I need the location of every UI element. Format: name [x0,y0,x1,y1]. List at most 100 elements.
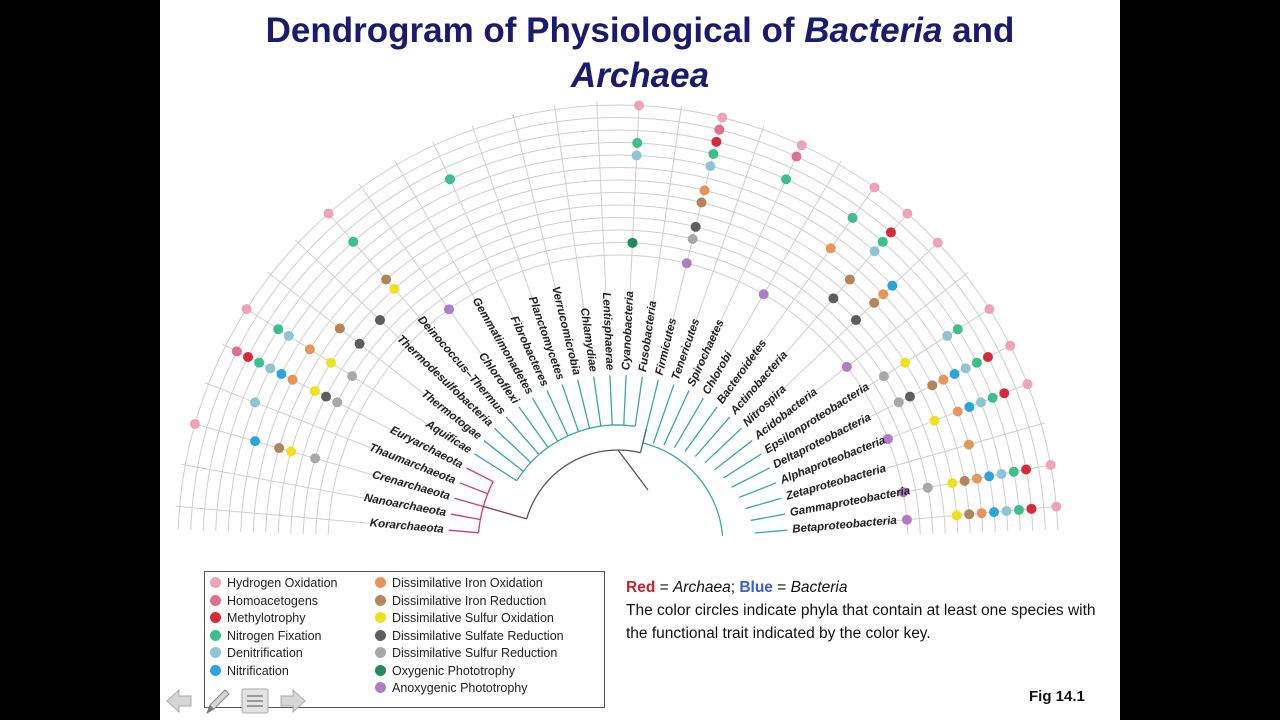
trait-dot [893,397,904,408]
trait-dot [273,324,284,335]
trait-dot [717,112,728,123]
caption-red-eq: = [655,579,673,596]
legend-color-swatch [375,664,386,676]
trait-dot [443,304,454,315]
tree-branch [593,376,602,427]
trait-dot [963,439,974,450]
grid-ring [265,192,971,533]
trait-dot [631,150,642,161]
trait-dot [189,418,200,429]
trait-dot [286,446,297,457]
tree-branch [505,416,540,456]
trait-dot [309,385,320,396]
trait-dot [964,401,975,412]
tree-branch [561,384,580,432]
proteobacteria-clade-arc [642,442,724,536]
tree-branch [738,482,777,499]
trait-dot [922,482,933,493]
tree-branch [474,453,518,482]
trait-dot [283,330,294,341]
trait-dot [847,212,858,223]
legend-label: Homoacetogens [227,593,319,608]
phylum-label: Korarchaeota [369,517,445,535]
grid-spoke [790,422,1046,496]
trait-dot [878,371,889,382]
legend-color-swatch [210,594,221,606]
trait-dot [705,161,716,172]
grid-spoke [748,239,942,422]
caption-blue-taxon: Bacteria [790,579,848,596]
tree-branch [694,416,731,457]
trait-dot [959,475,970,486]
grid-spoke [643,105,683,367]
trait-dot [996,469,1007,480]
grid-spoke [471,125,560,376]
trait-dot [444,174,455,185]
grid-spoke [267,271,477,435]
grid-spoke [181,463,442,513]
trait-dot [276,368,287,379]
slide-title: Dendrogram of Physiological of Bacteria … [160,8,1120,98]
legend-label: Dissimilative Iron Oxidation [392,576,543,590]
trait-dot [900,357,911,368]
legend-item: Dissimilative Sulfur Reduction [375,646,557,663]
trait-dot [325,357,336,368]
caption-separator: ; [730,579,740,596]
forward-arrow-icon[interactable] [278,686,308,716]
legend-item: Homoacetogens [210,594,318,611]
trait-dot [250,436,261,447]
grid-ring [252,179,984,533]
legend-item: Dissimilative Iron Reduction [375,594,546,611]
grid-ring [227,154,1009,532]
tree-branch [450,513,481,521]
dendrogram-diagram: KorarchaeotaNanoarchaeotaCrenarchaeotaTh… [175,100,1062,536]
radial-grid [175,101,1061,535]
legend-color-swatch [210,612,221,623]
legend-color-swatch [375,577,386,588]
pen-icon[interactable] [202,686,232,716]
trait-dot [708,148,719,159]
trait-dot [781,174,792,185]
trait-dot [254,357,265,368]
trait-dot [947,478,958,489]
trait-dot [989,507,1000,518]
caption-blue-eq: = [772,579,791,596]
legend-color-swatch [375,682,386,693]
trait-dot [627,237,638,248]
trait-dot [841,361,852,372]
tree-branch [723,453,762,479]
title-taxon-archaea: Archaea [570,56,710,95]
figure-label: Fig 14.1 [1029,688,1085,705]
trait-dot [976,508,987,519]
legend-color-swatch [210,629,221,641]
trait-dot [323,208,334,219]
trait-dot [334,323,345,334]
back-arrow-icon[interactable] [164,686,194,716]
trait-dot [381,274,392,285]
trait-dot [951,510,962,521]
trait-dot [984,304,995,315]
trait-dot [984,471,995,482]
trait-dot [1021,464,1032,475]
tree-branch [448,529,479,534]
tree-branch [731,467,770,488]
trait-dot [681,258,692,269]
trait-dot [971,357,982,368]
tree-branches [448,375,788,536]
trait-dot [321,391,332,402]
grid-ring [290,217,946,534]
legend-label: Anoxygenic Phototrophy [392,681,528,695]
tree-branch [634,376,643,427]
menu-icon[interactable] [240,686,270,716]
trait-dot [714,124,725,135]
trait-dot [887,280,898,291]
grid-ring [202,129,1034,531]
trait-dots [189,100,1062,525]
phylum-label: Cyanobacteria [620,290,636,370]
tree-branch [623,375,627,426]
trait-dot [231,346,242,357]
tree-branch [532,397,559,442]
trait-dot [904,391,915,402]
trait-dot [1008,466,1019,477]
trait-dot [374,315,385,326]
